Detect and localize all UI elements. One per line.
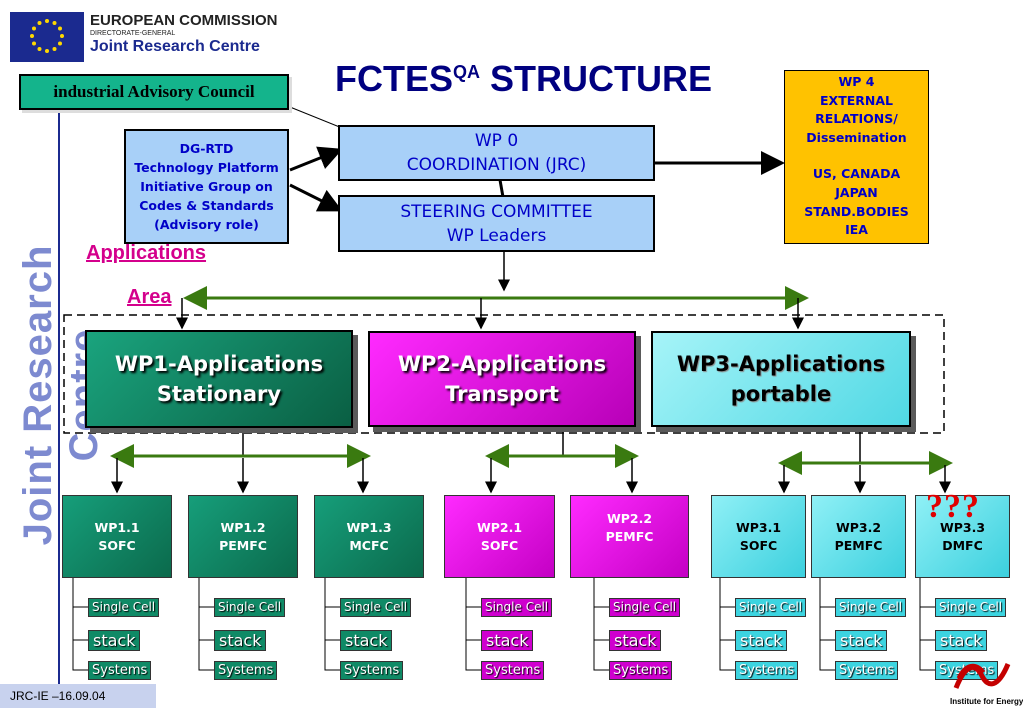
wp2-2-stack: stack — [609, 630, 662, 651]
institute-logo-icon — [953, 663, 1011, 689]
wp2-2-single-cell: Single Cell — [609, 598, 681, 617]
org-centre: Joint Research Centre — [90, 38, 260, 55]
wp3-3-single-cell: Single Cell — [935, 598, 1007, 617]
wp1-3-stack: stack — [340, 630, 393, 651]
wp3-3-stack: stack — [935, 630, 988, 651]
eu-flag-icon — [10, 12, 84, 62]
wp1-3-systems: Systems — [340, 661, 404, 680]
wp1-2-stack: stack — [214, 630, 267, 651]
wp1-3-single-cell: Single Cell — [340, 598, 412, 617]
wp3-1-stack: stack — [735, 630, 788, 651]
wp2-1-systems: Systems — [481, 661, 545, 680]
question-marks: ??? — [926, 488, 980, 525]
wp3-2-systems: Systems — [835, 661, 899, 680]
advisory-council-box: industrial Advisory Council — [19, 74, 289, 110]
wp1-1-systems: Systems — [88, 661, 152, 680]
wp2-1-single-cell: Single Cell — [481, 598, 553, 617]
wp1-2-single-cell: Single Cell — [214, 598, 286, 617]
wp3-2-single-cell: Single Cell — [835, 598, 907, 617]
wp2-2-systems: Systems — [609, 661, 673, 680]
org-sub: DIRECTORATE-GENERAL — [90, 30, 176, 37]
ec-logo: EUROPEAN COMMISSION DIRECTORATE-GENERAL … — [8, 10, 278, 62]
applications-label: Applications — [86, 242, 207, 264]
org-name: EUROPEAN COMMISSION — [90, 12, 278, 29]
footer-date: JRC-IE –16.09.04 — [0, 684, 156, 708]
area-label: Area — [127, 286, 172, 308]
wp3-2-stack: stack — [835, 630, 888, 651]
side-line — [58, 100, 60, 685]
page-title: FCTESQA STRUCTURE — [335, 58, 713, 99]
wp3-1-single-cell: Single Cell — [735, 598, 807, 617]
wp1-1-single-cell: Single Cell — [88, 598, 160, 617]
wp1-1-stack: stack — [88, 630, 141, 651]
wp3-1-systems: Systems — [735, 661, 799, 680]
institute-logo: Institute for Energy — [946, 658, 1023, 708]
wp1-2-systems: Systems — [214, 661, 278, 680]
wp2-1-stack: stack — [481, 630, 534, 651]
